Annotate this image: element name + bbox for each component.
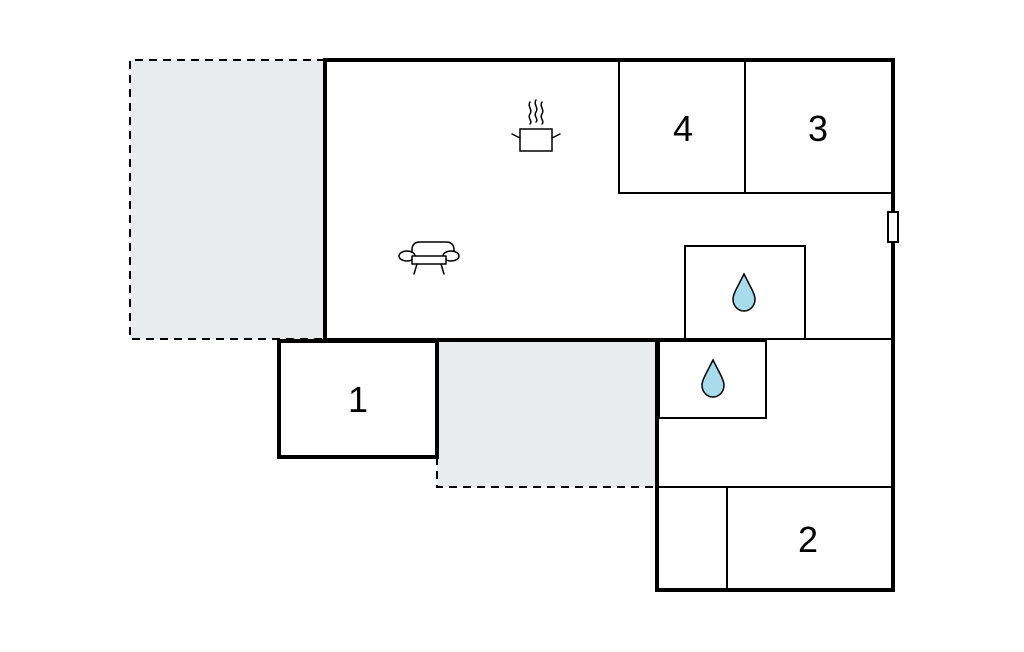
water-drop-icon (701, 358, 725, 398)
bathroom-lower (658, 340, 767, 419)
room-2-label: 2 (798, 519, 818, 560)
cooking-pot-icon (511, 99, 561, 152)
room-1 (277, 339, 439, 459)
room-3 (744, 60, 893, 194)
terrace-middle (436, 340, 657, 488)
terrace-left (129, 59, 325, 340)
room-3-label: 3 (808, 108, 828, 149)
room-1-label: 1 (348, 379, 368, 420)
room-4-label: 4 (673, 108, 693, 149)
water-drop-icon (732, 272, 756, 312)
sofa-icon (398, 241, 460, 275)
door-icon (887, 211, 899, 243)
